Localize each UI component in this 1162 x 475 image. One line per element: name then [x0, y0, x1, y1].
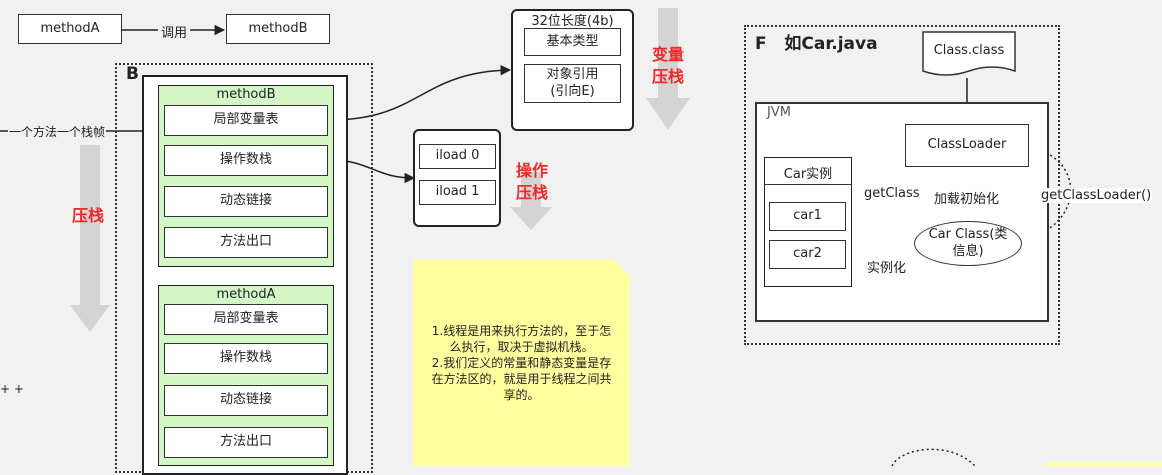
car-class-ellipse: Car Class(类信息)	[914, 221, 1022, 266]
iload-0-box: iload 0	[419, 144, 496, 169]
op-push-line2: 压栈	[516, 183, 549, 202]
var-push-label: 变量 压栈	[652, 44, 684, 88]
local-variable-table: 局部变量表	[164, 105, 328, 136]
methodB-frame-title: methodB	[216, 87, 276, 102]
car-instance-title: Car实例	[783, 167, 833, 182]
object-ref-box: 对象引用 (引向E)	[524, 64, 621, 103]
section-f-border	[744, 25, 1060, 345]
car1-box: car1	[769, 202, 846, 231]
divider	[764, 184, 852, 185]
instantiate-label: 实例化	[867, 261, 907, 276]
class-file-icon	[922, 31, 1016, 76]
getclass-label: getClass	[864, 186, 920, 201]
var-push-line2: 压栈	[652, 67, 685, 86]
primitive-type-box: 基本类型	[524, 28, 621, 56]
push-stack-label: 压栈	[72, 206, 105, 225]
getclassloader-label: getClassLoader()	[1040, 188, 1153, 203]
operand-stack: 操作数栈	[164, 145, 328, 176]
iload-1-box: iload 1	[419, 180, 496, 205]
object-ref-line1: 对象引用	[546, 67, 599, 83]
call-label: 调用	[158, 22, 191, 41]
jvm-label: JVM	[767, 105, 791, 120]
section-f-title: F 如Car.java	[755, 34, 878, 54]
down-arrow-icon	[646, 8, 690, 130]
methodA-box: methodA	[18, 14, 122, 44]
frame-label: 一个方法一个栈帧	[8, 123, 107, 140]
methodB-box: methodB	[226, 14, 330, 44]
local-variable-table: 局部变量表	[164, 304, 328, 335]
section-b-label: B	[126, 64, 139, 84]
down-arrow-icon	[510, 172, 552, 230]
note-paragraph-2: 2.我们定义的常量和静态变量是存在方法区的，就是用于线程之间共享的。	[431, 356, 612, 402]
classloader-box: ClassLoader	[905, 124, 1029, 167]
dynamic-link: 动态链接	[164, 186, 328, 217]
method-exit: 方法出口	[164, 427, 328, 458]
class-file-label: Class.class	[933, 43, 1005, 58]
car2-box: car2	[769, 240, 846, 269]
var-push-line1: 变量	[652, 45, 685, 64]
object-ref-line2: (引向E)	[550, 83, 595, 99]
down-arrow-icon	[70, 145, 110, 332]
method-exit: 方法出口	[164, 227, 328, 258]
operand-stack: 操作数栈	[164, 343, 328, 374]
slot-title: 32位长度(4b)	[531, 14, 614, 29]
plus-marks: + +	[0, 382, 24, 396]
op-push-label: 操作 压栈	[516, 160, 548, 204]
dynamic-link: 动态链接	[164, 385, 328, 416]
sticky-note: 1.线程是用来执行方法的，至于怎么执行，取决于虚拟机栈。 2.我们定义的常量和静…	[413, 260, 630, 466]
note-paragraph-1: 1.线程是用来执行方法的，至于怎么执行，取决于虚拟机栈。	[431, 324, 612, 354]
methodA-frame-title: methodA	[216, 287, 276, 302]
load-init-label: 加载初始化	[934, 192, 1000, 207]
op-push-line1: 操作	[516, 161, 549, 180]
